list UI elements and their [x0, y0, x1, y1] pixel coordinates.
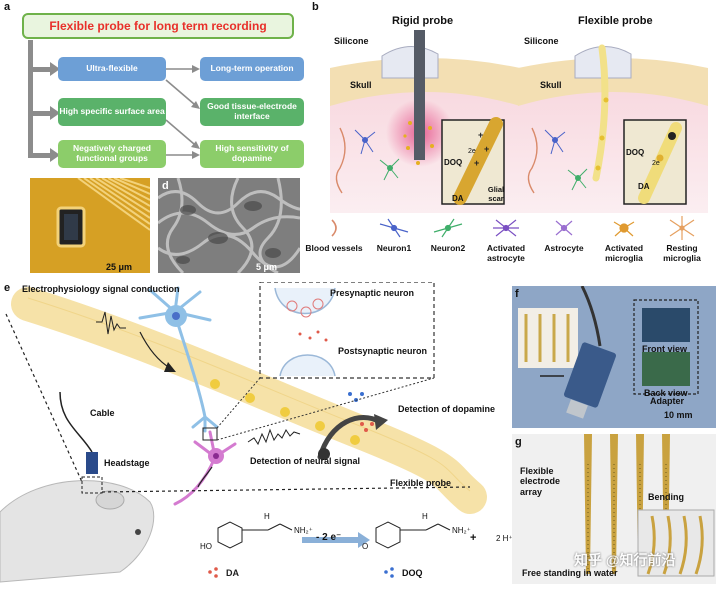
- box-ultra-flexible: Ultra-flexible: [58, 57, 166, 81]
- da-h-label: H: [264, 512, 270, 521]
- ephys-label: Electrophysiology signal conduction: [22, 284, 180, 294]
- legend-neuron2: Neuron2: [430, 243, 466, 253]
- legend-icons: [331, 216, 695, 240]
- reaction-protons: 2 H⁺: [496, 534, 513, 543]
- panel-a-title: Flexible probe for long term recording: [49, 19, 267, 33]
- svg-text:+: +: [478, 130, 483, 140]
- panel-f-scale: 10 mm: [664, 410, 693, 420]
- microglia-icon: [613, 221, 635, 237]
- flexible-probe-label: Flexible probe: [390, 478, 452, 488]
- panel-c-scale: 25 μm: [106, 262, 133, 272]
- free-standing-label: Free standing in water: [522, 568, 618, 578]
- panel-a-arrows: [28, 40, 200, 162]
- box-long-term: Long-term operation: [200, 57, 304, 81]
- box-high-surface-area: High specific surface area: [58, 98, 166, 126]
- panel-b-illustration: +++: [330, 30, 708, 213]
- panel-label-g: g: [515, 436, 522, 448]
- legend-blood-vessels: Blood vessels: [305, 243, 363, 253]
- flexible-silicone-label: Silicone: [524, 36, 559, 46]
- legend-activated-microglia: Activated microglia: [604, 243, 644, 263]
- postsynaptic-label: Postsynaptic neuron: [338, 346, 428, 356]
- legend-neuron1: Neuron1: [376, 243, 412, 253]
- microglia-icon: [669, 216, 695, 240]
- rigid-silicone-label: Silicone: [334, 36, 369, 46]
- panel-g-array-photo: [512, 434, 716, 584]
- panel-label-e: e: [4, 282, 11, 294]
- rigid-probe-title: Rigid probe: [392, 15, 454, 27]
- flexible-probe-title: Flexible probe: [578, 15, 653, 27]
- rigid-electrons: 2e: [468, 148, 476, 155]
- panel-c-electrode-photo: [30, 178, 150, 273]
- reaction-structures: [217, 521, 451, 549]
- doq-o-label: O: [362, 542, 369, 551]
- flexible-doq-label: DOQ: [626, 148, 645, 157]
- neuron-icon: [379, 218, 409, 238]
- panel-label-a: a: [4, 1, 11, 13]
- box-dopamine-sensitivity: High sensitivity of dopamine: [200, 140, 304, 168]
- detection-dopamine-label: Detection of dopamine: [398, 404, 496, 414]
- da-ho-label: HO: [200, 542, 212, 551]
- detection-neural-label: Detection of neural signal: [250, 456, 361, 466]
- flexible-da-label: DA: [638, 182, 650, 191]
- legend-activated-astrocyte: Activated astrocyte: [486, 243, 526, 263]
- presynaptic-label: Presynaptic neuron: [330, 288, 415, 298]
- reaction-plus: +: [470, 532, 477, 544]
- bending-label: Bending: [648, 492, 684, 502]
- flexible-array-label: Flexible electrode array: [520, 466, 561, 497]
- reaction-da-label: DA: [226, 568, 239, 578]
- legend-astrocyte: Astrocyte: [544, 243, 584, 253]
- rigid-doq-label: DOQ: [444, 158, 463, 167]
- doq-dots-icon: [384, 567, 394, 578]
- panel-e-illustration: [0, 282, 487, 583]
- flexible-electrons: 2e: [652, 160, 660, 167]
- watermark: 知乎 @知行前沿: [574, 552, 676, 568]
- doq-h-label: H: [422, 512, 428, 521]
- adapter-label: Adapter: [650, 396, 685, 406]
- headstage-label: Headstage: [104, 458, 150, 468]
- glial-scar-label: Glial scar: [487, 185, 505, 203]
- svg-text:+: +: [474, 158, 479, 168]
- astrocyte-icon: [555, 220, 573, 236]
- back-view-label: Back view: [644, 388, 688, 398]
- panel-d-scale: 5 μm: [256, 262, 278, 272]
- panel-label-d: d: [162, 180, 169, 192]
- front-view-label: Front view: [642, 344, 688, 354]
- panel-label-b: b: [312, 1, 319, 13]
- blood-vessel-icon: [331, 219, 337, 237]
- rigid-da-label: DA: [452, 194, 464, 203]
- panel-f-adapter-photo: [512, 286, 716, 428]
- reaction-electrons: - 2 e⁻: [316, 532, 342, 543]
- box-tissue-interface: Good tissue-electrode interface: [200, 98, 304, 126]
- neuron-icon: [433, 218, 463, 238]
- doq-amine-label: NH₂⁺: [452, 526, 471, 535]
- panel-d-sem-image: [158, 178, 300, 273]
- box-negative-groups: Negatively charged functional groups: [58, 140, 166, 168]
- rigid-skull-label: Skull: [350, 80, 372, 90]
- panel-a-title-box: Flexible probe for long term recording: [22, 13, 294, 39]
- da-amine-label: NH₂⁺: [294, 526, 313, 535]
- svg-text:+: +: [484, 144, 489, 154]
- astrocyte-icon: [493, 219, 519, 237]
- flexible-skull-label: Skull: [540, 80, 562, 90]
- legend-resting-microglia: Resting microglia: [663, 243, 701, 263]
- panel-label-f: f: [515, 288, 519, 300]
- cable-label: Cable: [90, 408, 115, 418]
- da-dots-icon: [208, 567, 218, 578]
- reaction-doq-label: DOQ: [402, 568, 423, 578]
